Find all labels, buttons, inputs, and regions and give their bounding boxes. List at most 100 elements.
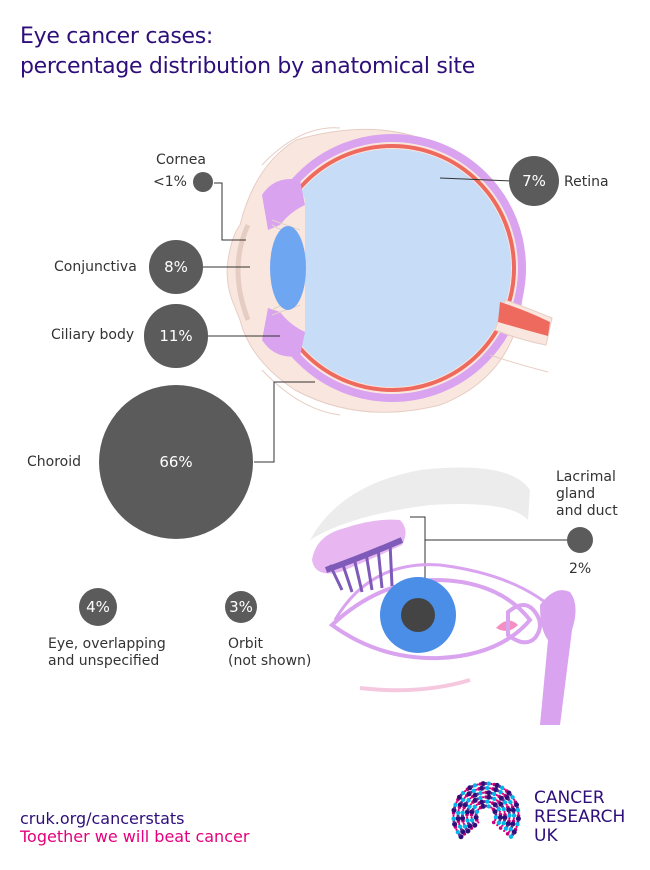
logo-dot [492,791,497,797]
logo-line-2: RESEARCH [534,807,626,827]
logo-dot [496,824,499,827]
logo-dot [486,794,492,800]
logo-dot [491,820,496,825]
logo-dot [472,783,478,788]
pupil [401,598,435,632]
logo-dot [453,802,458,807]
logo-line-1: CANCER [534,788,605,808]
logo-dot [501,824,504,827]
logo-dot [475,803,478,806]
logo-dot [457,809,460,812]
logo-dot [508,830,511,833]
logo-dot [492,796,497,802]
retina-leader [439,177,513,182]
logo-dot [513,798,516,801]
logo-dot [475,788,478,791]
logo-dot [451,807,457,813]
lacrimal-ductule-band [325,537,404,573]
logo-dot [502,815,508,821]
tear-duct [506,603,542,645]
optic-sheath-line [489,354,549,373]
logo-dot [482,791,485,794]
footer-link[interactable]: cruk.org/cancerstats [20,809,185,828]
logo-dot [455,816,461,821]
logo-dot [510,803,513,806]
logo-dot [497,815,503,820]
ciliary-body-upper [262,179,305,230]
lacrimal-gland [312,519,406,574]
logo-dot [483,800,487,804]
cornea-bubble [193,172,213,192]
logo-dot [508,817,511,820]
nasolacrimal-duct [540,590,576,725]
logo-dot [460,815,466,821]
logo-dot [502,800,508,805]
cornea-value: <1% [153,174,187,190]
lacrimal-value: 2% [569,561,592,577]
logo-dot [477,821,480,824]
logo-dot [477,808,480,811]
page-title: Eye cancer cases: percentage distributio… [20,22,475,82]
orbit-label: Orbit (not shown) [228,636,311,670]
logo-dot [503,826,508,831]
eyebrow [310,467,530,540]
lower-eyelid-line [261,369,341,416]
logo-dot [455,828,458,831]
eye-overlapping-bubble: 4% [79,588,117,626]
logo-dot [503,788,506,791]
lacrimal-label-line-3: and duct [556,503,618,519]
logo-dot [508,827,513,832]
retina-bubble: 7% [508,155,560,207]
logo-dot [490,782,493,786]
logo-dot [463,796,466,799]
logo-dot [482,796,485,799]
logo-dot [469,797,472,800]
logo-line-3: UK [534,826,558,846]
logo-dot [496,820,501,826]
ciliary-body-bubble: 11% [144,304,208,368]
logo-dot [458,822,461,826]
lacrimal-label: Lacrimal gland and duct [556,469,618,520]
cornea [235,223,251,321]
title-line-2: percentage distribution by anatomical si… [20,54,475,79]
logo-dot [467,804,472,809]
logo-dot [476,783,479,786]
logo-dot [505,803,508,806]
lacrimal-ductules [328,542,394,593]
logo-dot [479,799,485,805]
cruk-logo-icon [451,781,521,840]
leader-lines [203,177,568,584]
logo-dot [478,795,483,801]
logo-dot [501,807,506,812]
logo-dot [500,785,505,790]
logo-dot [452,821,458,827]
conjunctiva-bubble: 8% [149,240,203,294]
vitreous-body [273,149,511,387]
logo-dot [517,811,520,815]
logo-dot [498,810,501,813]
logo-dot [515,808,521,813]
logo-dot [452,814,455,817]
logo-dot [455,829,460,835]
logo-dot [470,816,473,819]
orbit-line-1: Orbit [228,636,264,652]
logo-dot [511,813,517,818]
logo-dot [515,822,520,827]
logo-dot [485,785,490,791]
logo-dot [462,822,465,825]
logo-dot [457,824,463,829]
footer-tagline: Together we will beat cancer [20,827,250,846]
logo-dot [510,807,516,813]
choroid-leader [254,381,315,463]
ciliary-body-lower [262,308,305,357]
eye-overlapping-line-2: and unspecified [48,653,160,669]
logo-dot [486,790,492,796]
upper-eyelid [333,563,562,621]
logo-dot [494,818,497,822]
logo-dot [466,798,471,803]
logo-dot [503,829,506,833]
logo-dot [451,816,456,821]
cruk-logo-text: CANCER RESEARCH UK [534,789,625,846]
logo-dot [455,801,458,804]
logo-dot [508,800,513,805]
